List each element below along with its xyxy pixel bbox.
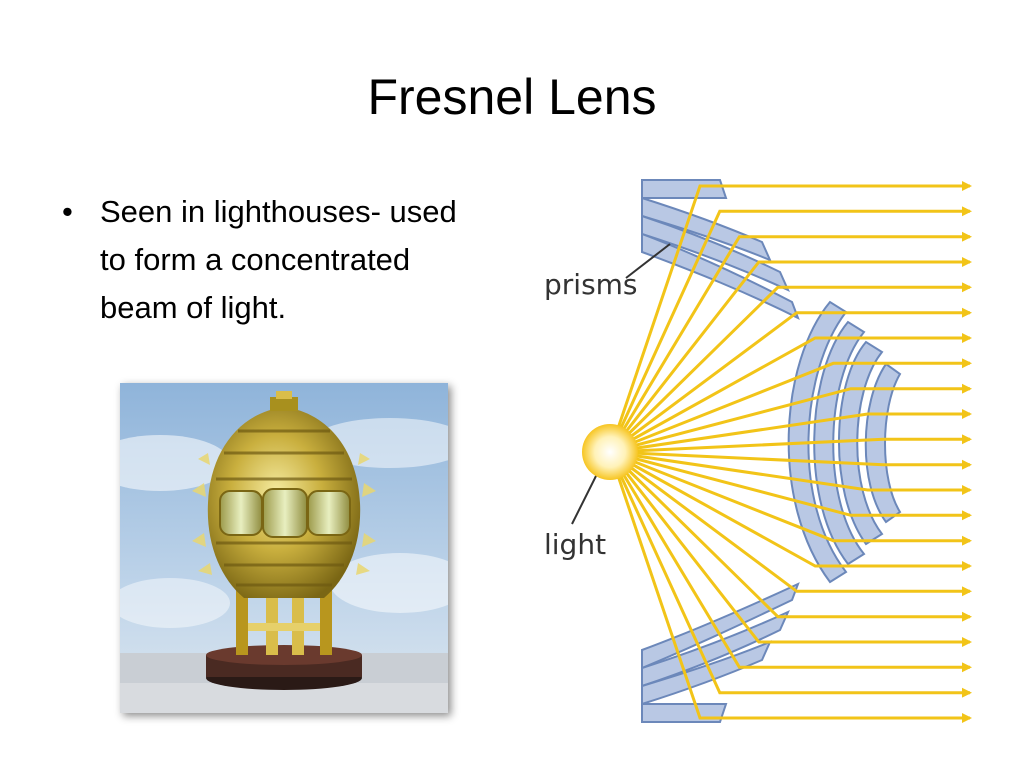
light-source-icon	[582, 424, 638, 480]
center-ring-3	[838, 340, 884, 546]
prisms-leader-line	[625, 243, 671, 279]
light-ray	[609, 358, 972, 454]
light-ray	[609, 307, 972, 454]
light-ray	[608, 450, 972, 622]
lighthouse-lens-photo-icon	[120, 383, 448, 713]
light-leader-line	[571, 471, 599, 525]
light-ray	[609, 383, 972, 454]
bullet-text: Seen in lighthouses- used to form a conc…	[100, 194, 457, 325]
light-ray	[608, 257, 972, 453]
bullet-dot-icon: •	[62, 194, 73, 229]
light-ray	[608, 282, 972, 454]
light-ray	[608, 451, 972, 698]
prism-group	[641, 179, 902, 723]
top-prism-outer	[641, 179, 728, 199]
bottom-prism-3	[641, 582, 800, 670]
top-prism-3	[641, 232, 800, 321]
fresnel-diagram: prisms light	[530, 172, 990, 732]
light-ray	[608, 451, 972, 647]
bullet-list: • Seen in lighthouses- used to form a co…	[60, 188, 480, 332]
light-ray	[609, 333, 972, 454]
light-ray	[609, 450, 972, 470]
center-ring-inner	[864, 362, 902, 524]
prisms-label: prisms	[544, 268, 638, 301]
light-ray	[608, 231, 972, 453]
light-ray	[609, 434, 972, 454]
light-ray	[608, 206, 972, 453]
lens-photo	[120, 383, 448, 713]
light-ray	[609, 450, 972, 495]
light-ray	[608, 181, 972, 453]
light-ray	[609, 450, 972, 571]
center-ring-2	[813, 320, 866, 566]
slide-title: Fresnel Lens	[367, 69, 657, 125]
fresnel-ray-diagram	[571, 179, 972, 723]
bottom-prism-1	[641, 640, 772, 706]
bullet-item: • Seen in lighthouses- used to form a co…	[60, 188, 480, 332]
light-ray	[609, 450, 972, 597]
top-prism-1	[641, 196, 772, 262]
light-label: light	[544, 528, 607, 561]
light-ray	[609, 409, 972, 454]
light-ray	[608, 451, 972, 723]
ray-group	[608, 181, 972, 723]
light-ray	[608, 451, 972, 673]
center-ring-outer	[787, 300, 848, 584]
light-ray	[609, 450, 972, 546]
light-ray	[609, 450, 972, 521]
